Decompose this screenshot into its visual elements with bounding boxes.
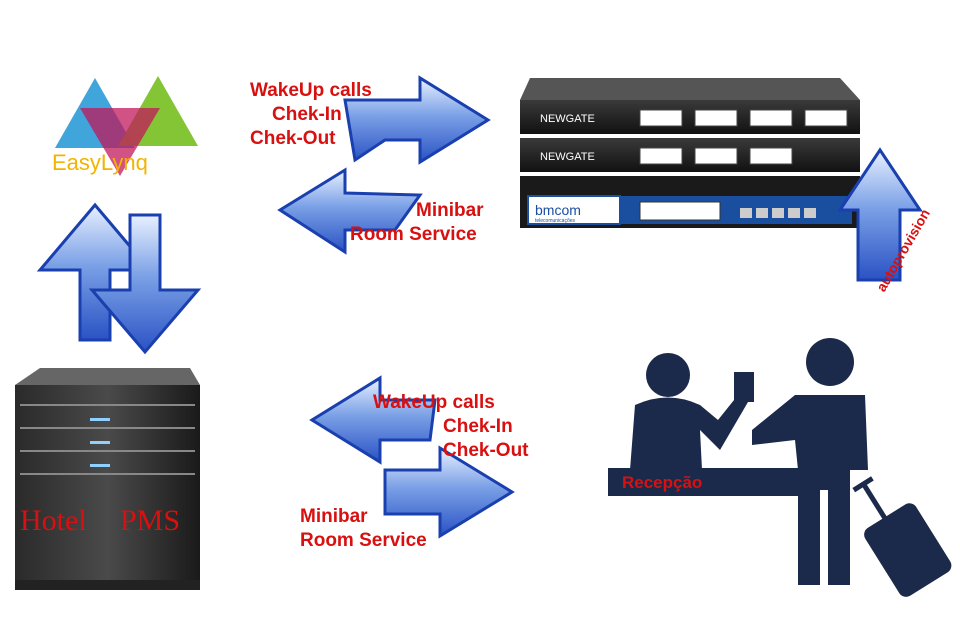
top-out-label-1: WakeUp calls <box>250 80 372 101</box>
bottom-out-label-2: Room Service <box>300 530 427 551</box>
pbx-stack: NEWGATE NEWGATE bmcom telecomunicações <box>520 78 860 228</box>
pbx-unit-3-sub: telecomunicações <box>535 218 576 224</box>
receptionist-body <box>630 395 748 470</box>
pbx-unit-2 <box>520 138 860 172</box>
bottom-out-label-1: Minibar <box>300 506 368 527</box>
guest-body <box>752 395 868 585</box>
bottom-in-label-1: WakeUp calls <box>373 392 495 413</box>
reception-label: Recepção <box>622 473 702 492</box>
pbx-unit-2-brand: NEWGATE <box>540 151 595 163</box>
reception-desk <box>608 468 813 496</box>
top-in-label-1: Minibar <box>416 200 484 221</box>
pbx-unit-1-brand: NEWGATE <box>540 113 595 125</box>
bottom-left-arrow <box>309 375 437 465</box>
top-out-label-2: Chek-In <box>272 104 342 125</box>
top-right-arrow <box>343 75 491 165</box>
logo-text: EasyLynq <box>52 150 148 175</box>
pbx-unit-3-brand: bmcom <box>535 202 581 218</box>
top-left-arrow <box>277 167 423 255</box>
id-card <box>734 372 754 402</box>
top-out-label-3: Chek-Out <box>250 128 336 149</box>
suitcase <box>852 476 952 597</box>
bottom-in-label-2: Chek-In <box>443 416 513 437</box>
server-label-hotel: Hotel <box>20 504 87 537</box>
guest-head <box>806 338 854 386</box>
server-label-pms: PMS <box>120 504 180 537</box>
pbx-unit-1 <box>520 100 860 134</box>
receptionist-head <box>646 353 690 397</box>
reception-scene: Recepção <box>608 338 952 597</box>
hotel-pms-server: Hotel PMS <box>15 368 200 590</box>
bottom-right-arrow <box>383 445 515 539</box>
top-in-label-2: Room Service <box>350 224 477 245</box>
left-vertical-arrows <box>36 202 202 355</box>
easylynq-logo: EasyLynq <box>52 76 198 176</box>
bottom-in-label-3: Chek-Out <box>443 440 529 461</box>
